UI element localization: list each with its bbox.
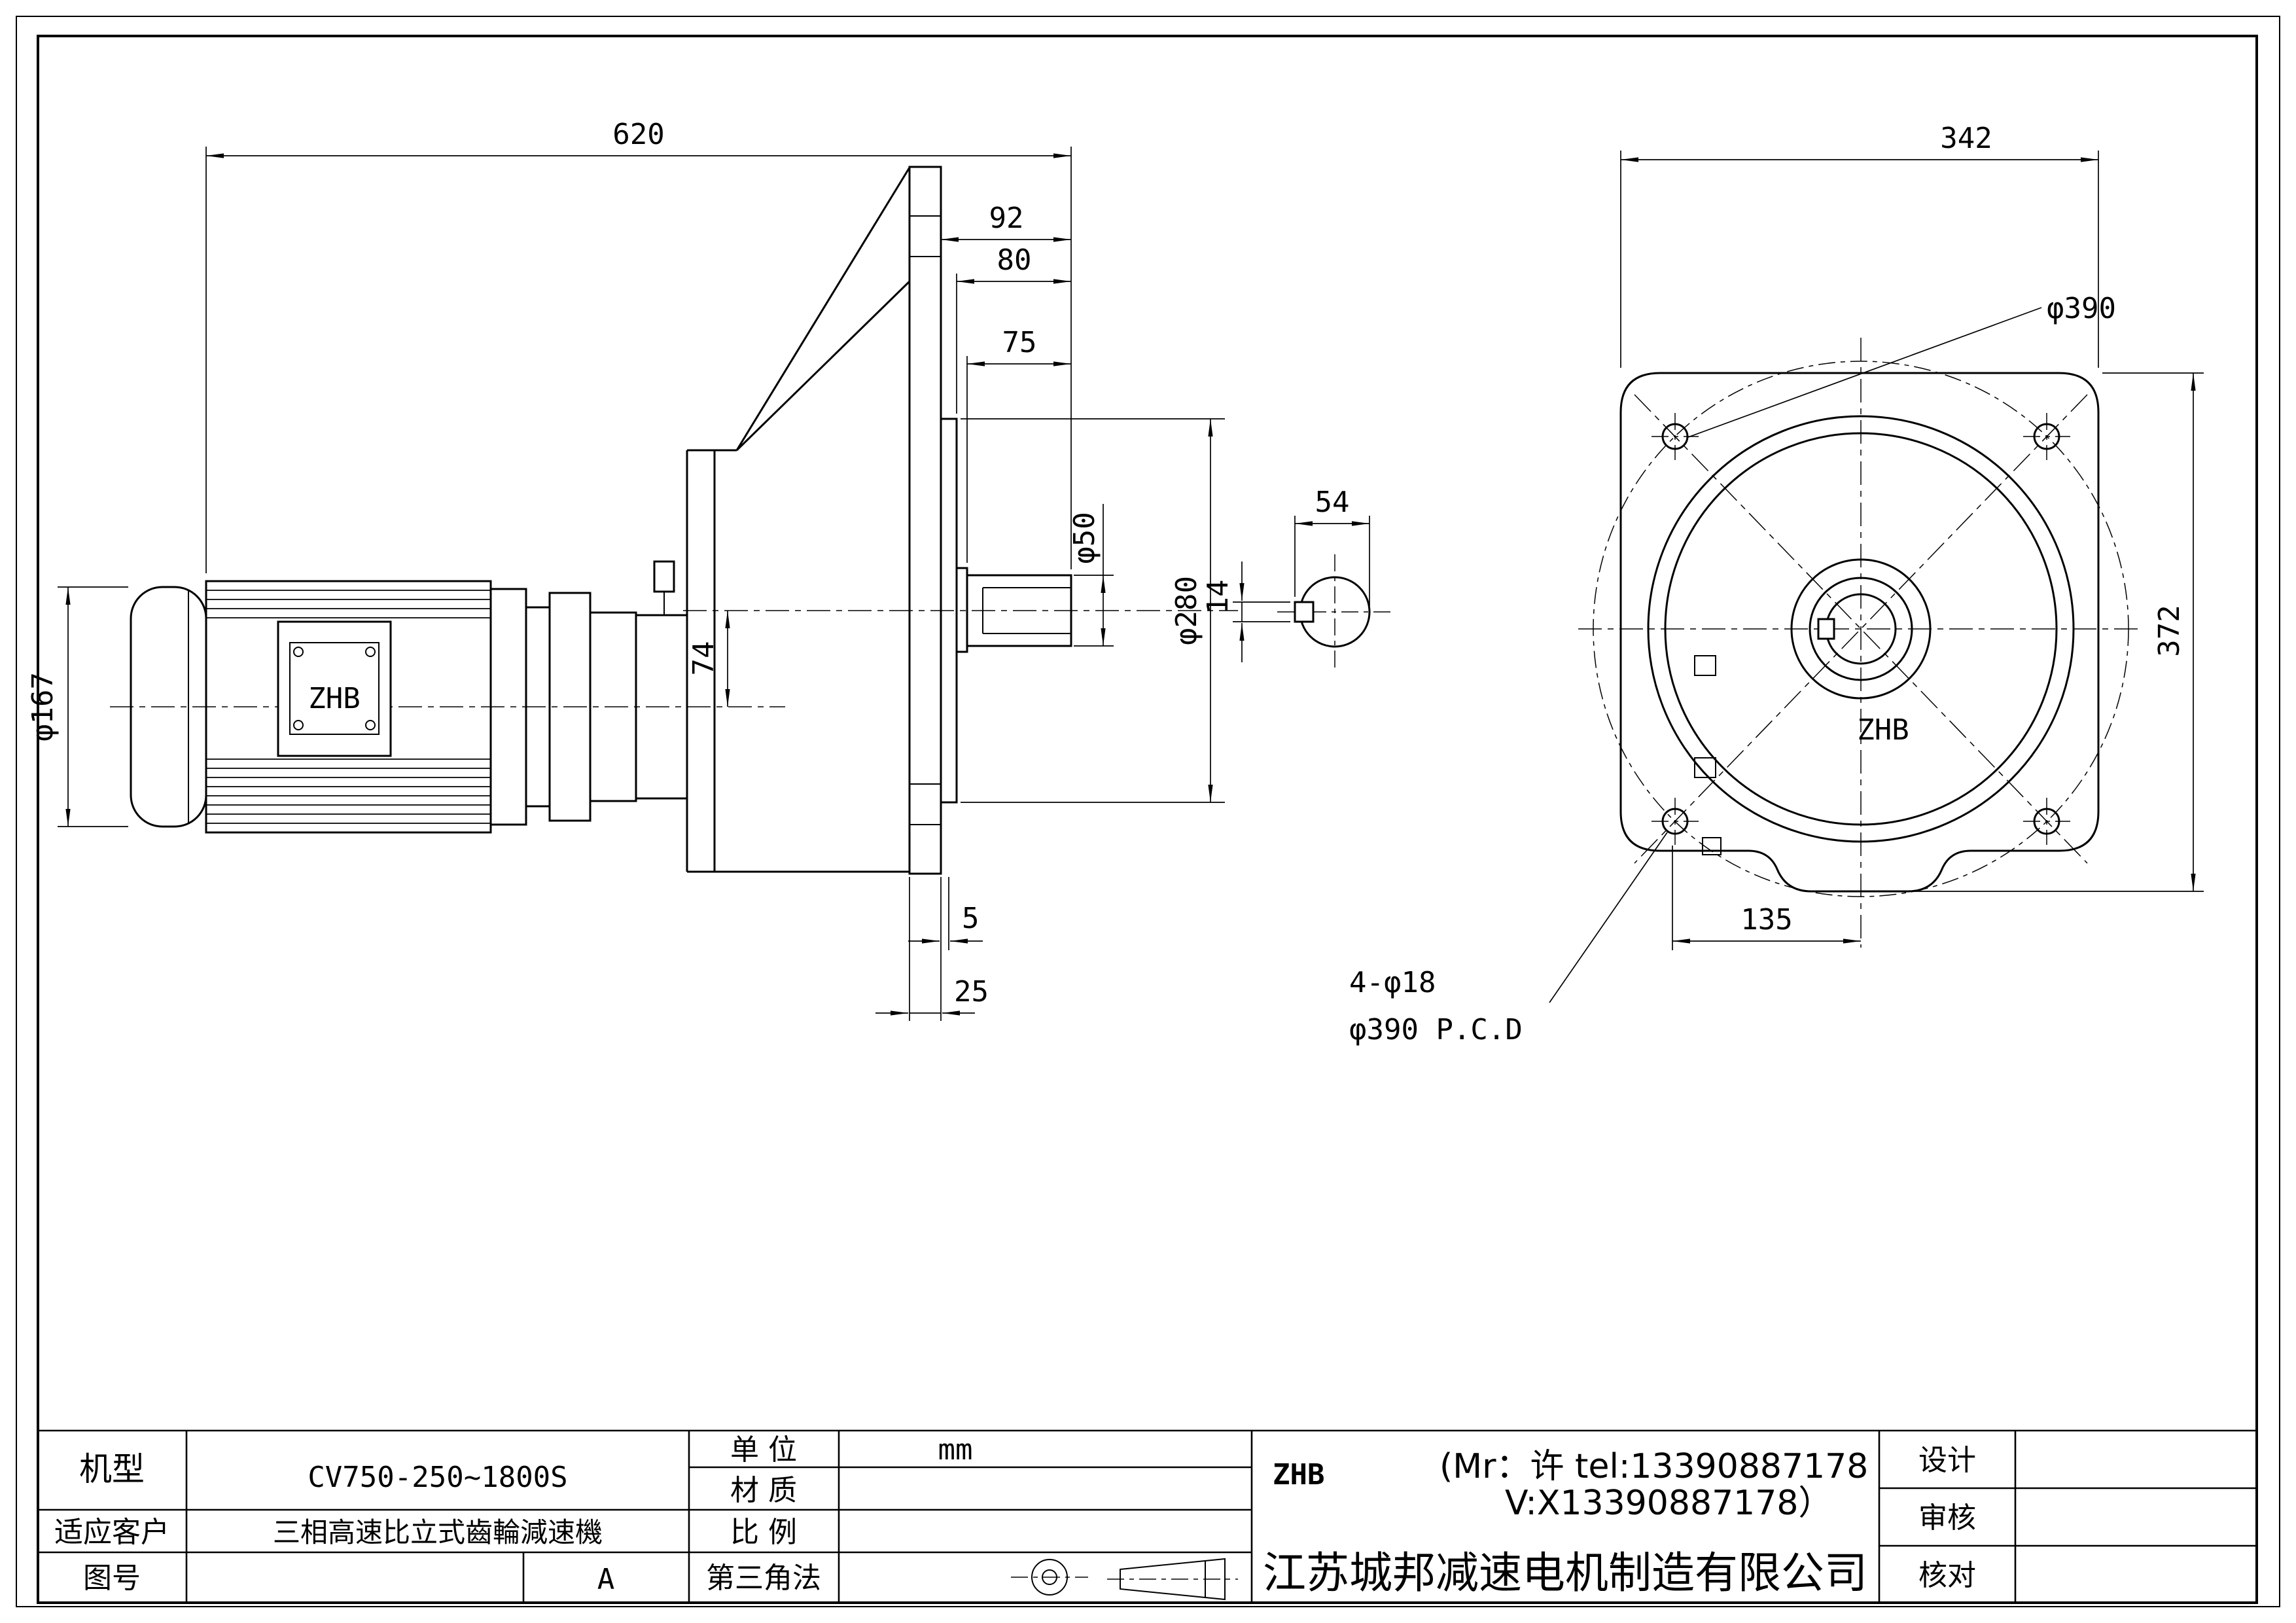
corner-bolt-holes [1651, 413, 2070, 845]
terminal-box: ZHB [277, 620, 392, 757]
front-view: ZHB 342 372 135 φ390 4-φ18 φ390 P.C.D [1349, 122, 2204, 1046]
flange-lugs [1694, 655, 1722, 855]
projection-label: 第三角法 [706, 1561, 821, 1595]
title-block: 机型 CV750-250~1800S 适应客户 三相高速比立式齒輪減速機 图号 … [38, 1429, 2257, 1603]
drawing-frame [16, 16, 2280, 1607]
bolt-circle [1593, 361, 2129, 897]
material-label: 材 质 [730, 1474, 797, 1507]
shaft-key-section: 54 14 [1201, 486, 1392, 669]
contact-line1: (Mr：许 tel:13390887178 [1439, 1447, 1868, 1486]
dim-92: 92 [989, 202, 1024, 235]
dim-flange-width: 342 [1940, 122, 1992, 155]
dim-tab-offset: 135 [1740, 903, 1792, 936]
output-shaft [955, 567, 1072, 653]
brand-title: ZHB [1273, 1458, 1324, 1491]
contact-line2: V:X13390887178） [1505, 1484, 1832, 1523]
unit-label: 单 位 [730, 1433, 797, 1467]
holes-note-line2: φ390 P.C.D [1349, 1013, 1523, 1046]
motor-fins [206, 590, 491, 824]
dim-flange-height: 372 [2153, 605, 2186, 656]
third-angle-symbol-cone [1107, 1558, 1238, 1601]
flange-outline [1619, 372, 2100, 893]
drawing-no-value: A [597, 1563, 615, 1596]
title-block-grid [38, 1429, 2257, 1603]
check-label: 核对 [1918, 1559, 1976, 1592]
customer-label: 适应客户 [54, 1516, 169, 1549]
dim-key-across: 54 [1315, 486, 1350, 519]
dim-bolt-circle: φ390 [2047, 292, 2116, 325]
model-value: CV750-250~1800S [308, 1461, 567, 1494]
dim-25: 25 [954, 975, 989, 1008]
motor: ZHB [130, 580, 637, 834]
dim-key-width: 14 [1201, 580, 1235, 615]
unit-value: mm [938, 1433, 973, 1467]
gearbox-housing [635, 167, 911, 873]
dim-80: 80 [997, 243, 1032, 277]
side-view-dimensions: 620 92 80 75 φ50 φ280 74 [26, 118, 1225, 1021]
dim-5: 5 [962, 902, 980, 935]
model-label: 机型 [79, 1450, 145, 1488]
centerlines [110, 610, 1238, 707]
mounting-flange [908, 166, 958, 875]
company-name: 江苏城邦减速电机制造有限公司 [1263, 1548, 1867, 1598]
dim-shaft-dia: φ50 [1068, 512, 1101, 563]
motor-brand-label: ZHB [308, 682, 360, 715]
front-view-dimensions: 342 372 135 φ390 4-φ18 φ390 P.C.D [1349, 122, 2204, 1046]
dim-overall-length: 620 [612, 118, 664, 151]
review-label: 审核 [1918, 1501, 1976, 1535]
drawing-no-label: 图号 [83, 1561, 141, 1595]
dim-pilot-dia: φ280 [1170, 576, 1203, 645]
third-angle-symbol-circle [1011, 1559, 1088, 1596]
dim-motor-dia: φ167 [26, 672, 60, 741]
dim-axis-offset: 74 [687, 641, 720, 676]
front-brand-label: ZHB [1857, 713, 1909, 747]
housing-circles [1647, 415, 2075, 843]
front-centerlines [1578, 338, 2138, 948]
holes-note-line1: 4-φ18 [1349, 966, 1436, 999]
dim-75: 75 [1002, 326, 1037, 359]
scale-label: 比 例 [730, 1516, 797, 1549]
design-label: 设计 [1918, 1444, 1976, 1477]
shaft-keyway [1817, 618, 1835, 640]
side-view: ZHB [26, 118, 1392, 1021]
customer-value: 三相高速比立式齒輪減速機 [273, 1516, 603, 1548]
